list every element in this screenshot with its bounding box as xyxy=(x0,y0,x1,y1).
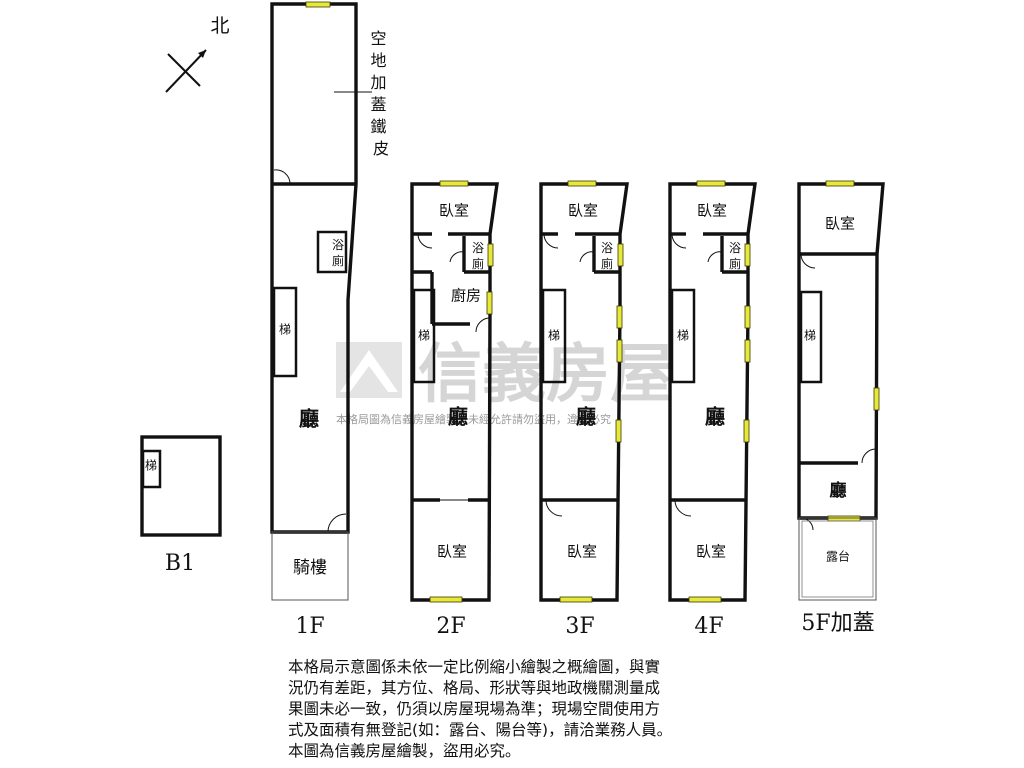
1f-stairs-label: 梯 xyxy=(279,323,291,337)
disclaimer-line: 果圖未必一致，仍須以房屋現場為準；現場空間使用方 xyxy=(288,700,661,718)
floor-1f-plan: 浴廁 梯 廳 騎樓 1F xyxy=(270,1,358,639)
disclaimer-line: 式及面積有無登記(如：露台、陽台等)，請洽業務人員。 xyxy=(288,721,673,739)
floor-5f-plan: 臥室 梯 廳 露台 5F加蓋 xyxy=(797,180,885,636)
5f-stairs-label: 梯 xyxy=(804,329,816,343)
2f-bath-label: 浴廁 xyxy=(472,241,484,271)
4f-stairs-label: 梯 xyxy=(677,329,689,343)
north-arrow-icon xyxy=(198,50,206,58)
north-label: 北 xyxy=(210,15,229,37)
vacant-land-note: 空 地 加 蓋 鐵 皮 xyxy=(334,29,391,158)
5f-hall-label: 廳 xyxy=(830,480,847,501)
1f-arcade-label: 騎樓 xyxy=(293,558,327,578)
2f-bedroom-top-label: 臥室 xyxy=(439,202,469,220)
4f-hall-label: 廳 xyxy=(705,405,725,429)
3f-bath-label: 浴廁 xyxy=(601,241,613,271)
5f-balcony-label: 露台 xyxy=(826,549,850,564)
compass: 北 xyxy=(165,15,230,93)
3f-hall-label: 廳 xyxy=(576,405,596,429)
floor-4f-plan: 臥室 浴廁 梯 廳 臥室 4F xyxy=(668,180,757,639)
3f-stairs-label: 梯 xyxy=(548,329,560,343)
watermark-brand: 信義房屋 xyxy=(418,338,674,412)
4f-bath-label: 浴廁 xyxy=(729,241,741,271)
2f-stairs-label: 梯 xyxy=(418,329,430,343)
2f-kitchen-label: 廚房 xyxy=(451,287,481,305)
b1-stairs-label: 梯 xyxy=(145,459,157,473)
floor-4f-label: 4F xyxy=(694,614,723,639)
floor-3f-plan: 臥室 浴廁 梯 廳 臥室 3F xyxy=(539,180,629,639)
2f-hall-label: 廳 xyxy=(448,405,468,429)
disclaimer-note: 本格局示意圖係未依一定比例縮小繪製之概繪圖，與實 況仍有差距，其方位、格局、形狀… xyxy=(288,657,748,762)
disclaimer-line: 況仍有差距，其方位、格局、形狀等與地政機關測量成 xyxy=(288,679,661,697)
3f-bedroom-top-label: 臥室 xyxy=(568,202,598,220)
floor-2f-label: 2F xyxy=(436,614,465,639)
5f-bedroom-top-label: 臥室 xyxy=(825,215,855,233)
floor-5f-label: 5F加蓋 xyxy=(801,611,874,636)
4f-bedroom-bottom-label: 臥室 xyxy=(696,543,726,561)
3f-bedroom-bottom-label: 臥室 xyxy=(567,543,597,561)
2f-bedroom-bottom-label: 臥室 xyxy=(437,543,467,561)
floor-2f-plan: 臥室 浴廁 廚房 梯 廳 臥室 2F xyxy=(410,180,499,639)
watermark-notice: 本格局圖為信義房屋繪製，未經允許請勿盜用，違者必究 xyxy=(336,412,611,426)
vacant-land-label: 空 地 加 蓋 鐵 皮 xyxy=(370,29,391,158)
watermark: 信義房屋 本格局圖為信義房屋繪製，未經允許請勿盜用，違者必究 xyxy=(336,338,674,426)
4f-bedroom-top-label: 臥室 xyxy=(697,202,727,220)
floor-3f-label: 3F xyxy=(565,614,594,639)
disclaimer-line: 本圖為信義房屋繪製，盜用必究。 xyxy=(288,742,521,760)
watermark-logo xyxy=(336,342,402,398)
floor-b1-label: B1 xyxy=(165,551,195,576)
1f-hall-label: 廳 xyxy=(299,407,319,431)
disclaimer-line: 本格局示意圖係未依一定比例縮小繪製之概繪圖，與實 xyxy=(288,658,661,676)
floor-1f-label: 1F xyxy=(295,614,324,639)
floor-b1-plan: 梯 B1 xyxy=(140,435,222,576)
1f-bath-label: 浴廁 xyxy=(332,238,344,268)
